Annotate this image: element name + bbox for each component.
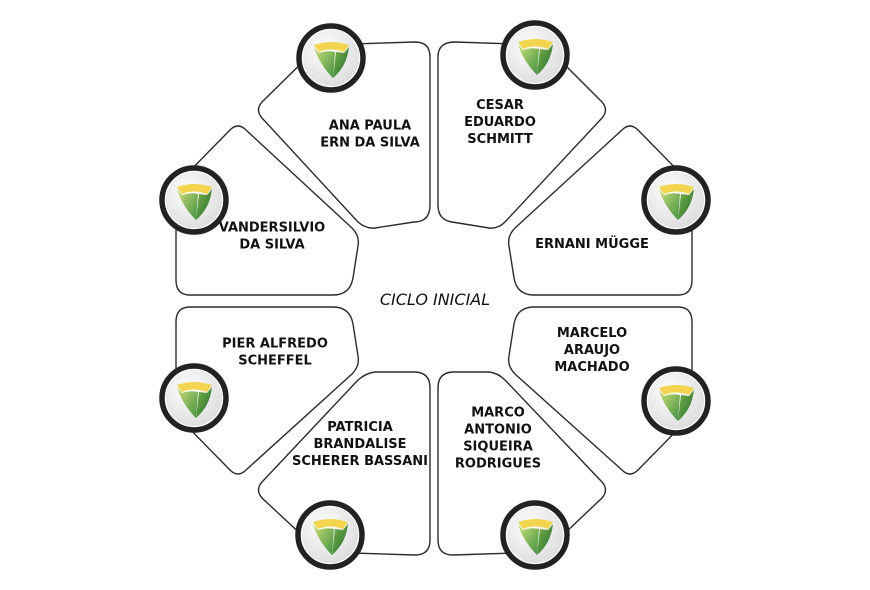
- member-name-line: ANA PAULA: [329, 119, 411, 134]
- petal-bottom-right: [437, 371, 607, 556]
- petal-bottom-left: [257, 371, 431, 556]
- member-name-1: ANA PAULA ERN DA SILVA: [320, 119, 420, 151]
- member-name-line: SIQUEIRA: [463, 440, 533, 455]
- petal-left-upper: [175, 125, 360, 296]
- member-labels: ANA PAULA ERN DA SILVA CESAR EDUARDO SCHMITT…: [219, 98, 649, 472]
- member-name-line: CESAR: [476, 98, 524, 113]
- member-name-line: SCHERER BASSANI: [292, 454, 428, 469]
- shield-logo-icon: [159, 363, 229, 433]
- member-name-line: MARCELO: [557, 326, 627, 341]
- center-label: CICLO INICIAL: [380, 290, 490, 309]
- member-name-6: MARCELO ARAUJO MACHADO: [554, 326, 629, 375]
- member-name-line: PIER ALFREDO: [222, 337, 328, 352]
- member-name-line: MACHADO: [554, 360, 629, 375]
- shield-logo-icon: [295, 500, 365, 570]
- shield-logo-icon: [500, 20, 570, 90]
- shield-logo-icon: [296, 23, 366, 93]
- petal-top-left: [257, 41, 431, 229]
- member-name-line: VANDERSILVIO: [219, 221, 325, 236]
- member-badges: [159, 20, 711, 570]
- member-name-line: MARCO: [471, 406, 525, 421]
- member-name-3: VANDERSILVIO DA SILVA: [219, 221, 325, 253]
- member-name-line: SCHEFFEL: [238, 354, 312, 369]
- petal-left-lower: [175, 306, 360, 475]
- petal-top-right: [437, 41, 607, 229]
- shield-logo-icon: [159, 165, 229, 235]
- shield-logo-icon: [500, 500, 570, 570]
- member-name-8: MARCO ANTONIO SIQUEIRA RODRIGUES: [455, 406, 541, 472]
- member-name-line: RODRIGUES: [455, 457, 541, 472]
- member-name-line: SCHMITT: [467, 132, 533, 147]
- member-name-2: CESAR EDUARDO SCHMITT: [464, 98, 536, 147]
- member-name-line: ANTONIO: [464, 423, 532, 438]
- member-name-line: PATRICIA: [327, 420, 393, 435]
- member-name-line: ERNANI MÜGGE: [535, 236, 649, 252]
- petal-right-lower: [507, 306, 693, 475]
- shield-logo-icon: [641, 165, 711, 235]
- petal-right-upper: [507, 125, 693, 296]
- member-name-line: ARAUJO: [564, 343, 620, 358]
- member-name-7: PATRICIA BRANDALISE SCHERER BASSANI: [292, 420, 428, 469]
- member-name-line: BRANDALISE: [313, 437, 406, 452]
- member-name-line: ERN DA SILVA: [320, 136, 420, 151]
- member-name-4: ERNANI MÜGGE: [535, 236, 649, 252]
- shield-logo-icon: [641, 366, 711, 436]
- member-name-5: PIER ALFREDO SCHEFFEL: [222, 337, 328, 369]
- member-name-line: DA SILVA: [239, 238, 304, 253]
- member-name-line: EDUARDO: [464, 115, 536, 130]
